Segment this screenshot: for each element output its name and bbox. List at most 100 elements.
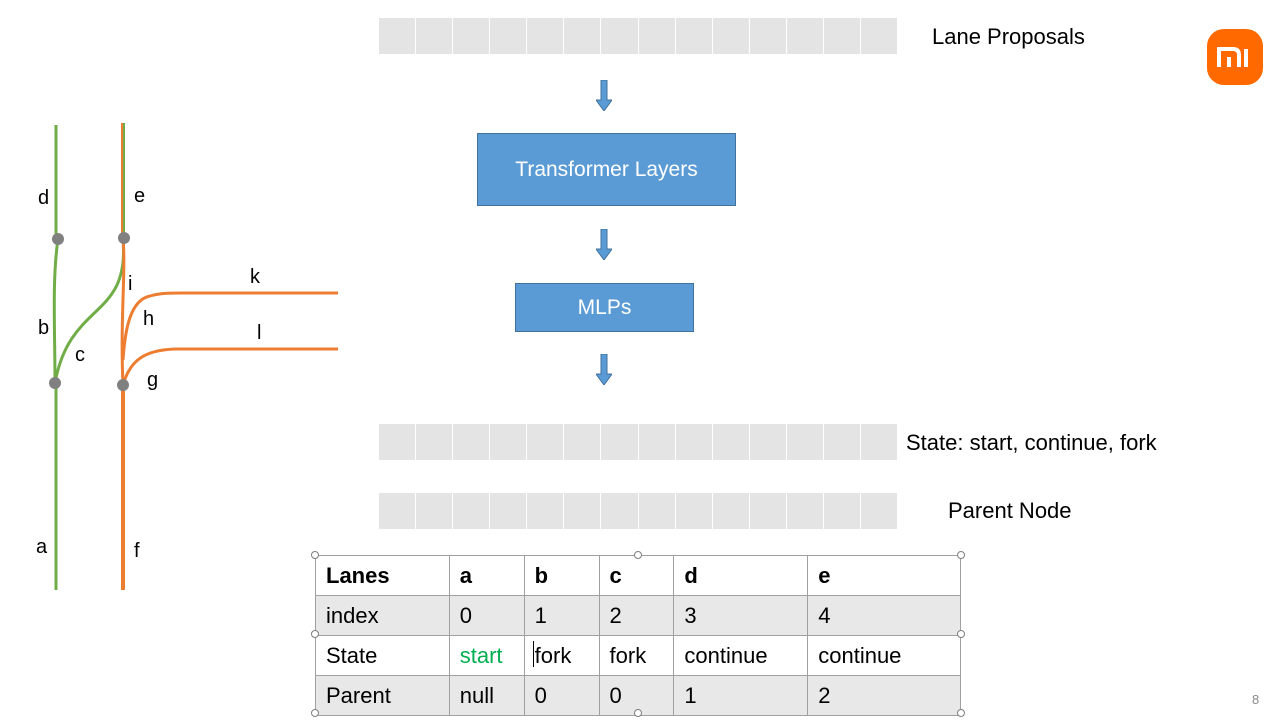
resize-handle-top-right[interactable] xyxy=(957,551,965,559)
token-cell xyxy=(638,493,676,529)
token-cell xyxy=(601,18,639,54)
table-cell: continue xyxy=(807,635,961,676)
token-cell xyxy=(601,493,639,529)
token-cell xyxy=(564,424,602,460)
table-cell: 2 xyxy=(598,595,675,636)
token-cell xyxy=(527,18,565,54)
table-cell: 1 xyxy=(523,595,600,636)
token-cell xyxy=(749,18,787,54)
token-cell xyxy=(638,424,676,460)
resize-handle-middle-right[interactable] xyxy=(957,630,965,638)
table-row: State start fork fork continue continue xyxy=(315,635,961,676)
table-cell: 3 xyxy=(673,595,809,636)
token-cell xyxy=(490,493,528,529)
token-cell xyxy=(379,493,417,529)
node-d-b xyxy=(52,233,64,245)
label-a: a xyxy=(36,536,48,558)
token-cell xyxy=(712,424,750,460)
token-cell xyxy=(786,424,824,460)
label-c: c xyxy=(75,344,85,366)
token-cell xyxy=(675,493,713,529)
table-cell: State xyxy=(315,635,450,676)
table-cell[interactable]: fork xyxy=(523,635,600,676)
lane-h xyxy=(121,291,183,361)
token-cell xyxy=(861,493,898,529)
table-cell: index xyxy=(315,595,450,636)
token-cell xyxy=(416,18,454,54)
table-cell: 0 xyxy=(448,595,525,636)
table-cell: 2 xyxy=(807,675,961,716)
table-cell: Lanes xyxy=(315,555,450,596)
table-cell: b xyxy=(523,555,600,596)
token-cell xyxy=(564,493,602,529)
table-cell: 0 xyxy=(523,675,600,716)
token-cell xyxy=(675,424,713,460)
state-strip xyxy=(379,424,898,460)
resize-handle-middle-left[interactable] xyxy=(311,630,319,638)
token-cell xyxy=(823,424,862,460)
token-cell xyxy=(861,424,898,460)
label-d: d xyxy=(38,187,49,209)
token-cell xyxy=(416,424,454,460)
lane-i xyxy=(120,238,126,386)
label-l: l xyxy=(257,322,261,344)
token-cell xyxy=(786,18,824,54)
mlps-block: MLPs xyxy=(515,283,694,332)
resize-handle-bottom-middle[interactable] xyxy=(634,709,642,717)
state-label: State: start, continue, fork xyxy=(906,430,1157,455)
table-row: index 0 1 2 3 4 xyxy=(315,595,961,636)
token-cell xyxy=(712,18,750,54)
token-cell xyxy=(379,424,417,460)
token-cell xyxy=(601,424,639,460)
lane-g xyxy=(121,347,176,386)
parent-node-label: Parent Node xyxy=(948,498,1072,523)
token-cell xyxy=(527,493,565,529)
resize-handle-bottom-right[interactable] xyxy=(957,709,965,717)
table-cell: Parent xyxy=(315,675,450,716)
token-cell xyxy=(564,18,602,54)
token-cell xyxy=(379,18,417,54)
node-a-b xyxy=(49,377,61,389)
lanes-table[interactable]: Lanes a b c d e index 0 1 2 3 4 State st… xyxy=(315,555,961,716)
label-i: i xyxy=(128,273,132,295)
table-cell: 1 xyxy=(673,675,809,716)
label-e: e xyxy=(134,185,145,207)
token-cell xyxy=(453,18,491,54)
token-cell xyxy=(675,18,713,54)
resize-handle-bottom-left[interactable] xyxy=(311,709,319,717)
page-number: 8 xyxy=(1252,692,1260,707)
table-cell: e xyxy=(807,555,961,596)
label-b: b xyxy=(38,317,49,339)
label-f: f xyxy=(134,540,140,562)
table-cell: c xyxy=(598,555,675,596)
token-cell xyxy=(638,18,676,54)
token-cell xyxy=(861,18,898,54)
label-k: k xyxy=(250,266,261,288)
lane-b xyxy=(52,238,60,384)
table-cell: fork xyxy=(598,635,675,676)
token-cell xyxy=(786,493,824,529)
token-cell xyxy=(823,493,862,529)
token-cell xyxy=(490,18,528,54)
text-cursor xyxy=(533,641,534,667)
token-cell xyxy=(823,18,862,54)
xiaomi-logo-icon xyxy=(1207,29,1263,85)
token-cell xyxy=(527,424,565,460)
down-arrow-icon xyxy=(596,229,612,260)
resize-handle-top-middle[interactable] xyxy=(634,551,642,559)
token-cell xyxy=(712,493,750,529)
token-cell xyxy=(453,493,491,529)
table-header-row: Lanes a b c d e xyxy=(315,555,961,596)
token-cell xyxy=(416,493,454,529)
lane-proposals-strip xyxy=(379,18,898,54)
table-cell: a xyxy=(448,555,525,596)
table-cell: null xyxy=(448,675,525,716)
down-arrow-icon xyxy=(596,80,612,111)
table-cell: d xyxy=(673,555,809,596)
table-cell: 4 xyxy=(807,595,961,636)
node-e-i xyxy=(118,232,130,244)
node-f-g xyxy=(117,379,129,391)
mi-glyph xyxy=(1217,47,1248,67)
table-cell: continue xyxy=(673,635,809,676)
resize-handle-top-left[interactable] xyxy=(311,551,319,559)
